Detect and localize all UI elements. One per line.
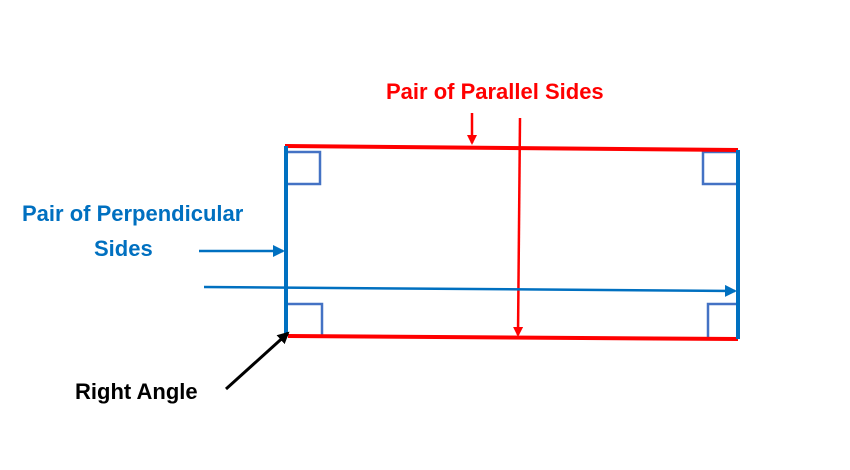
right-angle-marker-bottom-left <box>288 302 324 335</box>
parallel-arrow-long <box>513 117 524 337</box>
parallel-sides-label: Pair of Parallel Sides <box>386 79 604 104</box>
bottom-side <box>287 334 739 341</box>
perpendicular-sides-label-line2: Sides <box>94 236 153 261</box>
perpendicular-sides-label-line1: Pair of Perpendicular <box>22 201 244 226</box>
top-side <box>284 144 739 152</box>
right-angle-marker-bottom-right <box>706 302 736 337</box>
right-angle-label: Right Angle <box>75 379 198 404</box>
right-angle-marker-top-left <box>288 150 322 186</box>
right-angle-arrow <box>224 331 290 391</box>
right-angle-marker-top-right <box>701 150 736 186</box>
perpendicular-arrow-right <box>203 284 737 297</box>
